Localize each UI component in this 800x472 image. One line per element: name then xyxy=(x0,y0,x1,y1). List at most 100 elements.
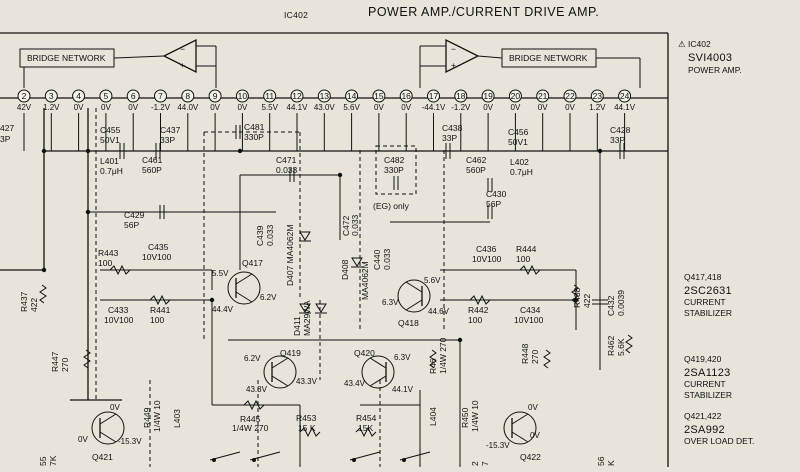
q417-v3: 44.4V xyxy=(212,305,234,314)
ic-pin-6: 60V xyxy=(126,89,140,112)
legend-entry-q419: Q419,420 2SA1123 CURRENT STABILIZER xyxy=(684,354,732,400)
c461-ref: C461 xyxy=(142,155,163,165)
ic-pin-number: 19 xyxy=(483,91,493,101)
d411-ref: D411 xyxy=(292,316,302,336)
l402-val: 0.7μH xyxy=(510,167,533,177)
c438-val: 33P xyxy=(442,133,457,143)
header-title: POWER AMP./CURRENT DRIVE AMP. xyxy=(368,5,599,19)
c434-val: 10V100 xyxy=(514,315,544,325)
eg-option-box xyxy=(375,145,417,195)
c427-val: 3P xyxy=(0,134,11,144)
q419-symbol xyxy=(263,355,297,389)
ic-warning-icon: ⚠ xyxy=(678,39,686,49)
c429-ref: C429 xyxy=(124,210,145,220)
d408-ref: D408 xyxy=(340,259,350,280)
ic-pin-circle xyxy=(508,89,522,103)
svg-text:+: + xyxy=(180,60,185,70)
r441-val: 100 xyxy=(150,315,164,325)
q417-v1: 5.5V xyxy=(212,269,229,278)
q417-ref: Q417 xyxy=(242,258,263,268)
q420-v2: 43.4V xyxy=(344,379,366,388)
ic-pin-voltage: 44.0V xyxy=(177,103,199,112)
capacitor-plates xyxy=(119,125,625,305)
c437-val: 33P xyxy=(160,135,175,145)
svg-text:−: − xyxy=(451,44,456,54)
bridge-network-right: BRIDGE NETWORK xyxy=(501,48,597,68)
ic-pin-23: 231.2V xyxy=(589,89,606,112)
ic-pin-circle xyxy=(427,89,440,103)
r449-ref: R449 xyxy=(142,407,152,428)
r453-val: 15 K xyxy=(298,423,316,433)
ic-pin-number: 4 xyxy=(76,91,81,101)
q417-symbol xyxy=(227,271,261,305)
ic-pin-18: 18-1.2V xyxy=(451,89,471,112)
c481-ref: C481 xyxy=(244,122,265,132)
ic-pin-number: 17 xyxy=(429,91,439,101)
ic-pin-voltage: 0V xyxy=(238,103,248,112)
ic-pin-circle xyxy=(99,89,113,103)
ic-pin-voltage: 0V xyxy=(511,103,521,112)
q420-symbol xyxy=(361,355,395,389)
c432-val: 0.0039 xyxy=(616,290,626,316)
q419-v2: 43.8V xyxy=(246,385,268,394)
legend-0-desc2: STABILIZER xyxy=(684,308,732,318)
svg-text:−: − xyxy=(180,44,185,54)
component-labels: 427 3P C455 50V1 L401 0.7μH C461 560P C4… xyxy=(0,122,631,433)
opamp-left-icon: − + xyxy=(113,38,216,74)
d407-diode-icon xyxy=(299,231,311,242)
ic-pin-circle xyxy=(44,89,58,103)
c439-val: 0.033 xyxy=(265,224,275,246)
r454-ref: R454 xyxy=(356,413,377,423)
c436-val: 10V100 xyxy=(472,254,502,264)
ic-pin-number: 24 xyxy=(620,91,630,101)
ic-pin-number: 11 xyxy=(265,91,274,101)
c428-ref: C428 xyxy=(610,125,631,135)
legend-2-desc1: OVER LOAD DET. xyxy=(684,436,754,446)
q420-ref: Q420 xyxy=(354,348,375,358)
ic-pin-leads xyxy=(23,113,626,151)
ic-pin-voltage: 5.6V xyxy=(343,103,360,112)
q421-symbol xyxy=(91,411,125,445)
c429-val: 56P xyxy=(124,220,139,230)
ic-pin-circle xyxy=(235,89,249,103)
r448-ref: R448 xyxy=(520,343,530,364)
legend-0-refs: Q417,418 xyxy=(684,272,722,282)
junctions xyxy=(41,148,603,343)
ic-pin-number: 6 xyxy=(131,91,136,101)
wiring xyxy=(0,98,669,467)
r443-val: 100 xyxy=(98,258,112,268)
r438-ref: R438 xyxy=(572,287,582,308)
l404-label: L404 xyxy=(428,407,438,426)
c461-val: 560P xyxy=(142,165,162,175)
ic-pin-number: 3 xyxy=(49,91,54,101)
legend-entry-q417: Q417,418 2SC2631 CURRENT STABILIZER xyxy=(684,272,732,318)
q419-v1: 6.2V xyxy=(244,354,261,363)
legend-1-part: 2SA1123 xyxy=(684,367,731,379)
ic-pin-number: 5 xyxy=(104,91,109,101)
c433-ref: C433 xyxy=(108,305,129,315)
c435-val: 10V100 xyxy=(142,252,172,262)
c440-val: 0.033 xyxy=(382,248,392,270)
r462-ref: R462 xyxy=(606,335,616,356)
c439-ref: C439 xyxy=(255,225,265,246)
r443-ref: R443 xyxy=(98,248,119,258)
edge-left-2: 7K xyxy=(48,455,58,466)
ic402-outline xyxy=(0,32,669,99)
ic-pin-number: 22 xyxy=(565,91,575,101)
d408-val: MA4062M xyxy=(360,261,370,300)
legend-entry-q421: Q421,422 2SA992 OVER LOAD DET. xyxy=(684,411,754,446)
c471-ref: C471 xyxy=(276,155,297,165)
bridge-network-right-label: BRIDGE NETWORK xyxy=(509,53,588,63)
ic-pin-voltage: 5.5V xyxy=(261,103,278,112)
d411-val: MA29WA xyxy=(302,300,312,336)
ic-pin-circle xyxy=(181,89,195,103)
transistor-legend: Q417,418 2SC2631 CURRENT STABILIZER Q419… xyxy=(684,272,754,446)
r450-ref: R450 xyxy=(460,407,470,428)
ic-pin-circle xyxy=(154,89,167,103)
q418-symbol xyxy=(397,279,431,313)
resistor-zigzags xyxy=(39,264,633,438)
